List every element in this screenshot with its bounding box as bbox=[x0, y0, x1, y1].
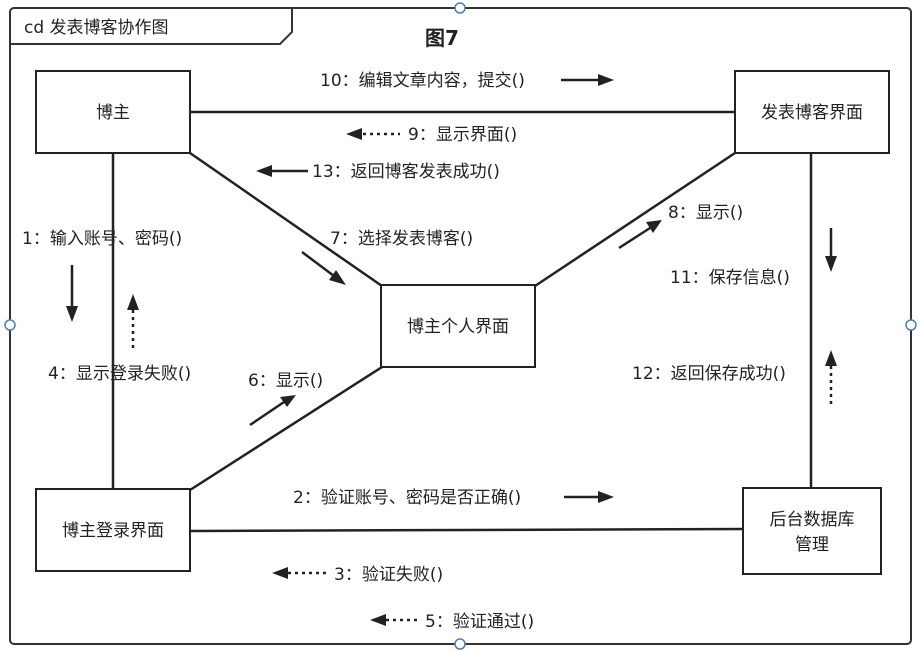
node-database-label-line2: 管理 bbox=[795, 535, 829, 555]
message-10-arrow bbox=[561, 74, 614, 86]
message-12-arrow bbox=[825, 350, 837, 404]
diagram-title: 图7 bbox=[425, 26, 459, 50]
frame-tab bbox=[10, 8, 293, 45]
resize-handle-left[interactable] bbox=[4, 319, 16, 331]
node-database[interactable]: 后台数据库 管理 bbox=[742, 487, 882, 575]
resize-handle-bottom[interactable] bbox=[454, 638, 466, 650]
message-11-label: 11：保存信息() bbox=[670, 268, 790, 288]
node-login-page-label: 博主登录界面 bbox=[62, 521, 164, 541]
resize-handle-right[interactable] bbox=[905, 319, 917, 331]
message-7-arrow bbox=[301, 251, 346, 285]
node-blogger[interactable]: 博主 bbox=[35, 70, 191, 154]
message-12-label: 12：返回保存成功() bbox=[632, 364, 786, 384]
message-9-arrow bbox=[346, 128, 400, 140]
node-personal-page[interactable]: 博主个人界面 bbox=[380, 284, 536, 368]
message-8-arrow bbox=[618, 220, 662, 250]
message-7-label: 7：选择发表博客() bbox=[330, 229, 473, 249]
message-11-arrow bbox=[825, 228, 837, 272]
message-4-label: 4：显示登录失败() bbox=[48, 364, 191, 384]
message-10-label: 10：编辑文章内容，提交() bbox=[320, 71, 525, 91]
message-2-arrow bbox=[564, 491, 614, 503]
link-login-db bbox=[189, 527, 744, 533]
message-6-label: 6：显示() bbox=[248, 371, 323, 391]
link-blogger-personal bbox=[189, 151, 383, 288]
message-5-label: 5：验证通过() bbox=[425, 612, 534, 632]
link-login-personal bbox=[189, 365, 383, 492]
message-3-label: 3：验证失败() bbox=[334, 565, 443, 585]
node-database-label-line1: 后台数据库 bbox=[770, 510, 855, 530]
node-login-page[interactable]: 博主登录界面 bbox=[35, 488, 191, 572]
node-personal-page-label: 博主个人界面 bbox=[407, 317, 509, 337]
message-1-label: 1：输入账号、密码() bbox=[22, 229, 182, 249]
node-blogger-label: 博主 bbox=[96, 103, 130, 123]
message-3-arrow bbox=[272, 567, 326, 579]
link-publish-personal bbox=[534, 151, 736, 288]
message-4-arrow bbox=[127, 294, 139, 348]
message-13-arrow bbox=[256, 165, 308, 177]
message-1-arrow bbox=[66, 265, 78, 322]
frame-label: cd 发表博客协作图 bbox=[24, 18, 169, 38]
node-publish-blog[interactable]: 发表博客界面 bbox=[734, 70, 890, 154]
message-5-arrow bbox=[370, 614, 420, 626]
message-6-arrow bbox=[249, 395, 296, 427]
message-13-label: 13：返回博客发表成功() bbox=[312, 162, 500, 182]
message-2-label: 2：验证账号、密码是否正确() bbox=[293, 488, 521, 508]
node-publish-blog-label: 发表博客界面 bbox=[761, 103, 863, 123]
message-9-label: 9：显示界面() bbox=[408, 125, 517, 145]
message-8-label: 8：显示() bbox=[668, 203, 743, 223]
resize-handle-top[interactable] bbox=[454, 2, 466, 14]
